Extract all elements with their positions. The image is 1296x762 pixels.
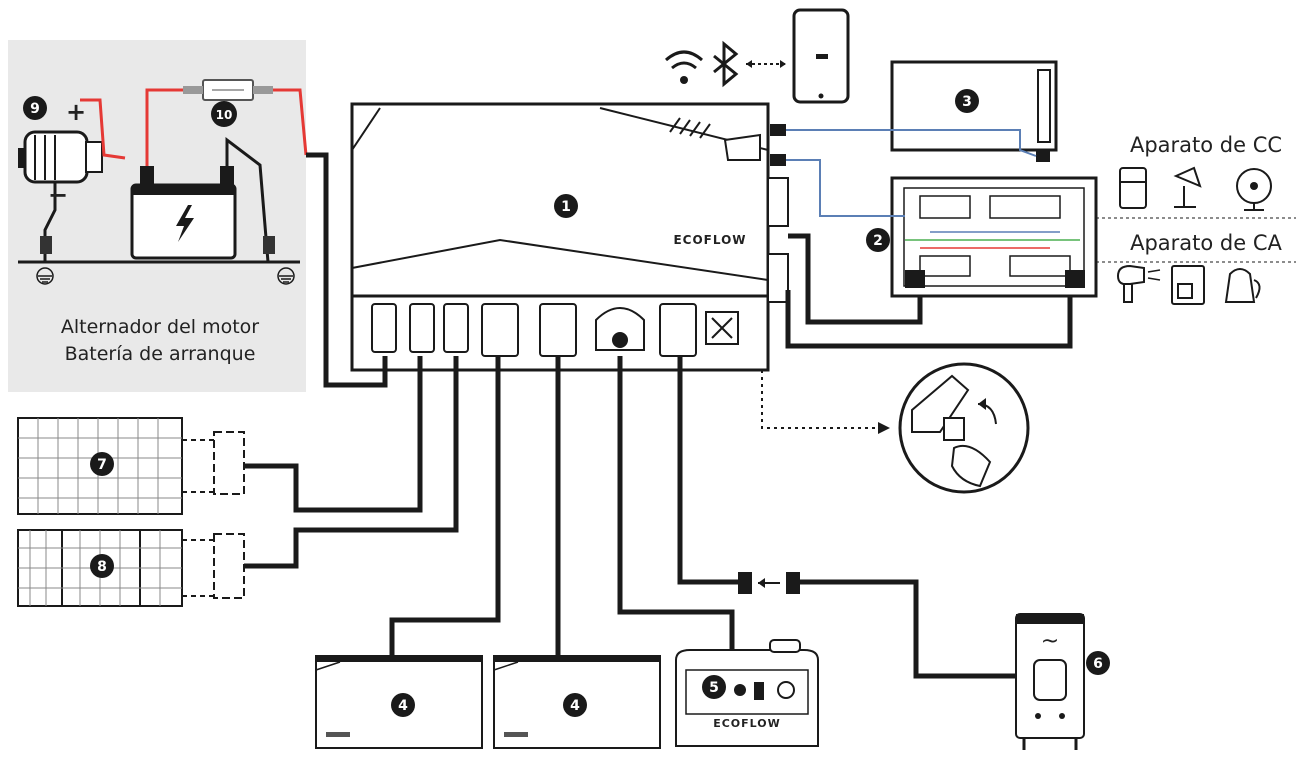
badge-4a: 4 [398,698,408,714]
number-badges: 1 2 3 4 4 5 6 7 8 9 10 [23,89,1110,717]
shore-power-pedestal: ~ [1015,613,1085,750]
engine-panel: + − Alternador del motor Batería de arra… [8,40,308,392]
dc-appliance-label: Aparato de CC [1130,133,1282,157]
badge-9: 9 [30,101,40,117]
smart-generator: ECOFLOW [675,639,819,747]
hairdryer-icon [1116,264,1161,303]
fridge-icon [1119,167,1147,209]
wifi-icon [665,50,703,84]
badge-7: 7 [97,457,107,473]
badge-3: 3 [962,94,972,110]
shore-plug [738,572,800,594]
generator-brand-logo: ECOFLOW [713,717,781,730]
badge-1: 1 [561,199,571,215]
plus-sign: + [66,98,86,126]
phone-icon [792,8,850,104]
smart-generator-panel [890,60,1058,162]
badge-4b: 4 [570,698,580,714]
solar-panel-rigid [17,417,245,515]
ground-icon [36,267,54,285]
minus-sign: − [48,181,68,209]
power-cables [244,152,1073,679]
badge-5: 5 [709,680,719,696]
ground-icon [277,267,295,285]
ac-tilde-symbol: ~ [1041,629,1059,654]
badge-8: 8 [97,559,107,575]
badge-6: 6 [1093,656,1103,672]
bluetooth-icon [713,40,739,88]
badge-10: 10 [216,108,233,122]
fan-icon [1236,168,1272,211]
distribution-panel [890,176,1098,298]
engine-group-label-line2: Batería de arranque [65,343,256,365]
alternator [18,130,103,184]
lamp-icon [1173,166,1202,208]
starter-battery [130,166,237,260]
badge-2: 2 [873,233,883,249]
brand-logo: ECOFLOW [673,233,746,247]
switch-detail [898,362,1030,494]
lightning-icon [176,205,194,242]
engine-group-label-line1: Alternador del motor [61,316,259,338]
solar-panel-portable [17,529,245,607]
ac-appliance-label: Aparato de CA [1130,231,1282,255]
kettle-icon [1224,268,1261,303]
inline-fuse [183,79,273,101]
coffee-maker-icon [1171,265,1205,305]
main-power-hub: ECOFLOW [350,102,789,372]
connectivity [665,8,850,104]
